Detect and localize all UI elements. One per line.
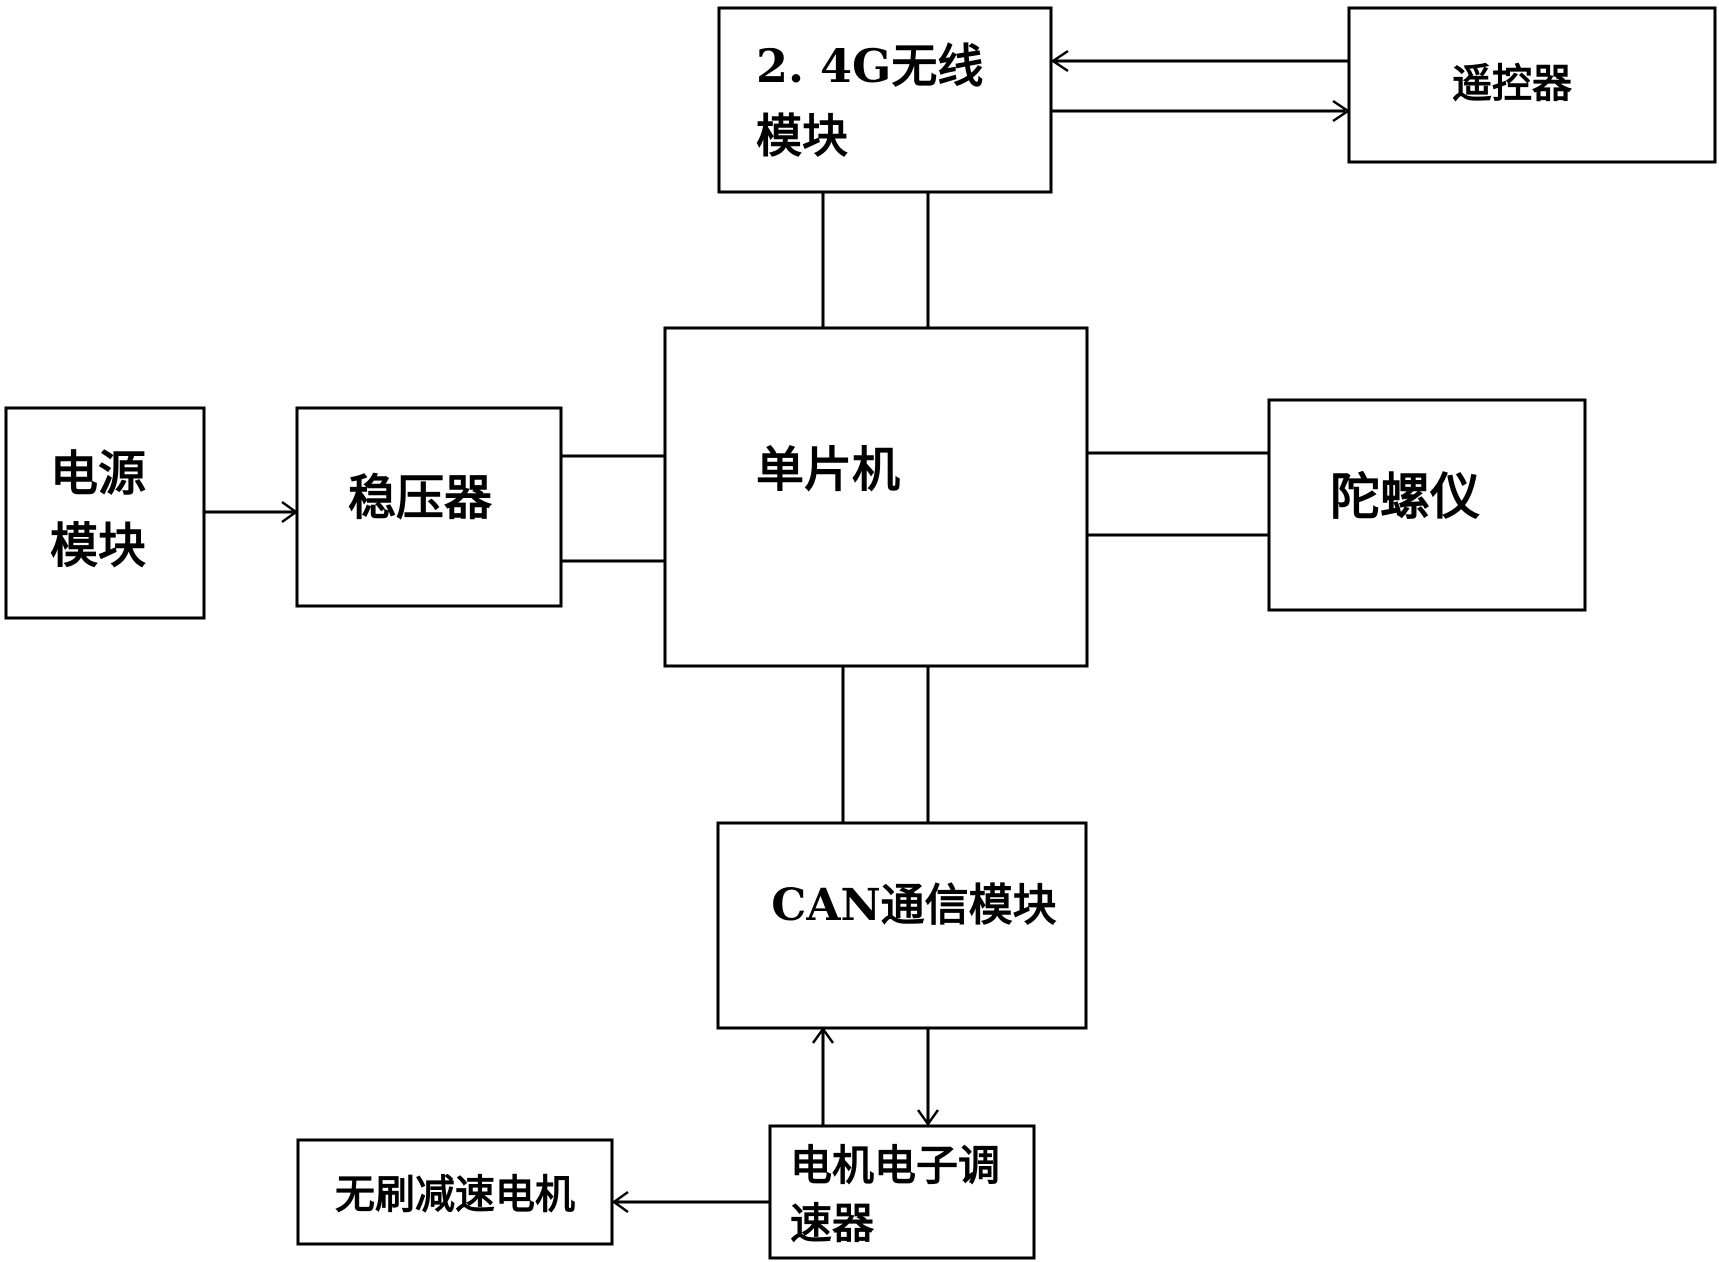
power-module-block: 电源 模块 [4,406,206,620]
regulator-block: 稳压器 [295,406,563,608]
can-module-block: CAN通信模块 [716,821,1088,1030]
esc-block: 电机电子调 速器 [768,1124,1036,1260]
power-module-label-line2: 模块 [50,518,146,574]
wireless-module-label-line1: 2. 4G无线 [756,39,983,93]
can-to-esc-arrowhead [916,1109,940,1127]
can-module-label: CAN通信模块 [771,880,1056,931]
esc-label-line1: 电机电子调 [790,1141,1000,1190]
remote-control-label: 遥控器 [1452,61,1573,107]
remote-to-wireless-arrowhead [1050,49,1069,73]
esc-label-line2: 速器 [790,1199,875,1248]
gyroscope-block: 陀螺仪 [1267,398,1587,612]
remote-control-block: 遥控器 [1347,6,1717,164]
esc-to-motor-arrowhead [611,1190,629,1214]
wireless-module-label-line2: 模块 [756,109,848,163]
regulator-label: 稳压器 [348,470,493,526]
wireless-module-block: 2. 4G无线 模块 [717,6,1053,194]
esc-to-can-arrowhead [811,1026,835,1044]
mcu-block: 单片机 [663,326,1089,668]
power-module-label-line1: 电源 [50,446,146,502]
motor-label: 无刷减速电机 [335,1172,575,1218]
mcu-label: 单片机 [756,442,900,498]
power-to-regulator-arrowhead [281,500,299,524]
wireless-to-remote-arrowhead [1332,99,1351,123]
gyroscope-label: 陀螺仪 [1330,468,1480,526]
motor-block: 无刷减速电机 [296,1138,614,1246]
